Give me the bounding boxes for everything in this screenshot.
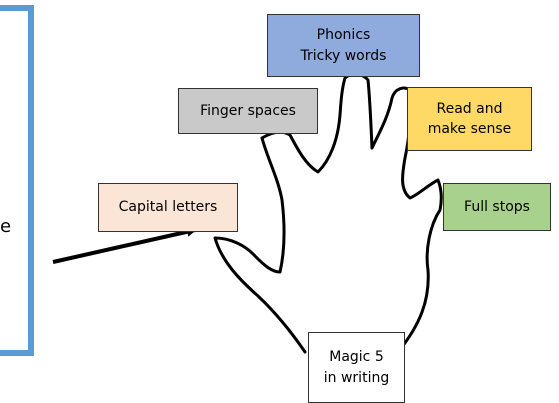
pointer-arrow bbox=[52, 226, 197, 264]
blue-frame bbox=[0, 5, 34, 356]
label-full-stops: Full stops bbox=[443, 183, 551, 231]
label-read-sense: Read and make sense bbox=[407, 87, 532, 151]
label-read-sense-text: Read and make sense bbox=[427, 100, 512, 137]
label-phonics-text: Phonics Tricky words bbox=[300, 27, 387, 64]
label-capital-letters: Capital letters bbox=[98, 183, 238, 232]
label-magic-five-text: Magic 5 in writing bbox=[323, 349, 390, 386]
label-finger-spaces-text: Finger spaces bbox=[200, 102, 296, 119]
label-full-stops-text: Full stops bbox=[464, 198, 530, 215]
label-phonics: Phonics Tricky words bbox=[267, 14, 420, 77]
label-magic-five: Magic 5 in writing bbox=[308, 332, 405, 403]
label-finger-spaces: Finger spaces bbox=[178, 88, 318, 134]
frame-edge-text: e bbox=[0, 216, 12, 237]
hand-outline bbox=[213, 72, 443, 354]
label-capital-letters-text: Capital letters bbox=[118, 199, 218, 216]
